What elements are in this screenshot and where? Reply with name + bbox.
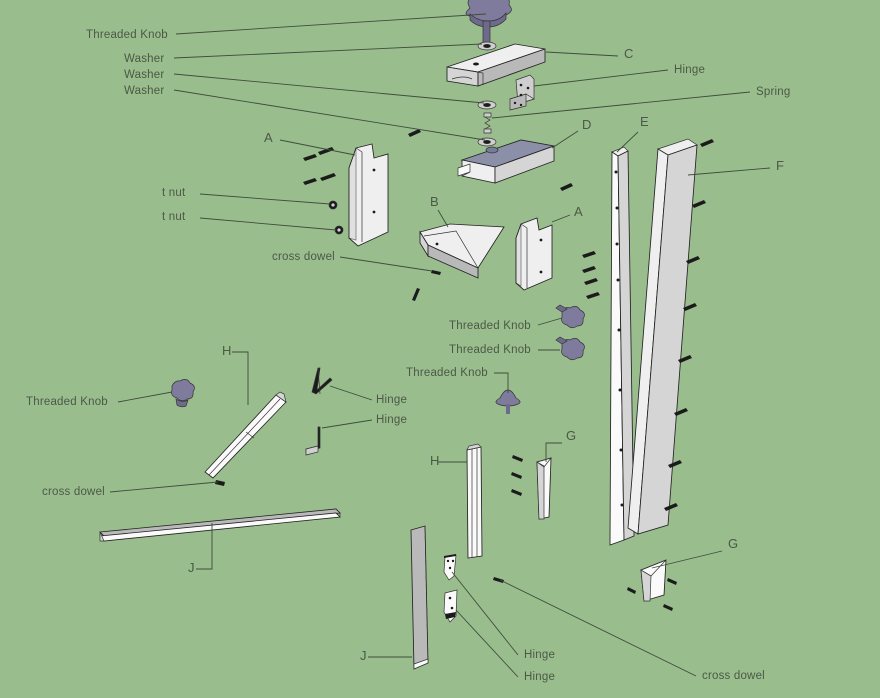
threaded-knob-icon: [555, 304, 585, 329]
part-b-bracket: [419, 223, 505, 279]
label-part-f: F: [776, 158, 784, 173]
part-a-bracket-2: [515, 217, 553, 291]
leader-part-d: [551, 130, 579, 149]
parts-artwork: [99, 0, 714, 670]
label-t-nut-2: t nut: [162, 211, 186, 223]
label-hinge-mid-2: Hinge: [376, 414, 407, 426]
part-j-rail-1: [99, 508, 341, 542]
leader-part-j-1: [196, 523, 213, 570]
label-part-a-1: A: [264, 130, 273, 145]
leader-spring: [491, 91, 751, 119]
label-washer-3: Washer: [124, 85, 164, 97]
threaded-knob-icon: [465, 0, 512, 49]
part-d-block: [457, 139, 556, 184]
leader-part-c: [545, 51, 619, 57]
leader-hinge-mid-1: [329, 385, 373, 401]
label-threaded-knob-1: Threaded Knob: [86, 29, 168, 41]
leader-part-g-1: [545, 442, 562, 462]
label-part-g-1: G: [566, 428, 576, 443]
hinge-icon: [305, 426, 321, 456]
leader-cross-dowel-3: [499, 579, 697, 677]
part-c-plate: [446, 43, 546, 87]
label-part-b: B: [430, 194, 439, 209]
spring-icon: [483, 112, 492, 134]
leader-part-b: [437, 209, 449, 228]
label-cross-dowel-3: cross dowel: [702, 670, 765, 682]
leader-washer-1: [173, 43, 483, 59]
label-threaded-knob-5: Threaded Knob: [26, 396, 108, 408]
part-g-wedge-2: [627, 559, 677, 611]
leader-part-e: [616, 131, 639, 153]
leader-cross-dowel-2: [109, 481, 219, 493]
leader-part-f: [687, 167, 771, 176]
leader-part-g-2: [651, 550, 723, 569]
label-washer-2: Washer: [124, 69, 164, 81]
label-threaded-knob-2: Threaded Knob: [449, 320, 531, 332]
label-part-e: E: [640, 114, 649, 129]
part-h-dowel-2: [466, 443, 483, 559]
part-g-wedge-1: [536, 457, 552, 520]
part-a-bracket-1: [348, 143, 389, 247]
label-part-j-1: J: [188, 560, 195, 575]
label-hinge-top: Hinge: [674, 64, 705, 76]
leader-hinge-mid-2: [321, 419, 373, 429]
part-h-dowel-1: [204, 391, 287, 479]
label-part-a-2: A: [574, 204, 583, 219]
label-part-h-1: H: [222, 343, 232, 358]
leader-hinge-bot-2: [455, 609, 519, 678]
screw-icon: [511, 455, 523, 496]
label-threaded-knob-4: Threaded Knob: [406, 367, 488, 379]
label-washer-1: Washer: [124, 53, 164, 65]
threaded-knob-icon: [555, 336, 585, 361]
washer-icon: [477, 100, 497, 110]
part-e-post: [609, 146, 635, 546]
leader-part-a-2: [551, 214, 571, 223]
t-nut-icon: [328, 200, 344, 235]
leader-threaded-knob-5: [117, 391, 173, 403]
leader-t-nut-2: [199, 217, 337, 231]
label-part-c: C: [624, 46, 634, 61]
leader-washer-3: [173, 89, 486, 141]
cross-dowel-icon: [493, 577, 504, 583]
label-cross-dowel-1: cross dowel: [272, 251, 335, 263]
screw-icon: [303, 129, 573, 301]
cross-dowel-icon: [215, 480, 225, 486]
label-threaded-knob-3: Threaded Knob: [449, 344, 531, 356]
part-f-post: [627, 138, 698, 535]
cross-dowel-icon: [431, 270, 441, 275]
leader-washer-2: [173, 73, 485, 104]
label-layer: Threaded KnobWasherWasherWasherCHingeSpr…: [26, 29, 790, 683]
leader-threaded-knob-4: [494, 372, 509, 393]
label-part-g-2: G: [728, 536, 738, 551]
threaded-knob-icon: [171, 379, 195, 408]
hinge-icon: [443, 589, 458, 623]
hinge-icon: [311, 367, 333, 395]
leader-hinge-bot-1: [451, 571, 519, 656]
leader-hinge-top: [533, 69, 669, 87]
label-hinge-mid-1: Hinge: [376, 394, 407, 406]
label-hinge-bot-2: Hinge: [524, 671, 555, 683]
label-part-h-2: H: [430, 453, 440, 468]
washer-icon: [477, 41, 497, 51]
leader-cross-dowel-1: [339, 256, 433, 272]
leader-part-a-1: [279, 139, 356, 156]
label-t-nut-1: t nut: [162, 187, 186, 199]
part-j-rail-2: [410, 525, 429, 670]
label-spring: Spring: [756, 86, 790, 98]
leader-lines: [109, 13, 771, 678]
leader-threaded-knob-2: [537, 317, 563, 326]
leader-threaded-knob-1: [175, 13, 487, 35]
leader-t-nut-1: [199, 193, 331, 205]
label-hinge-bot-1: Hinge: [524, 649, 555, 661]
screw-icon: [582, 139, 714, 511]
label-cross-dowel-2: cross dowel: [42, 486, 105, 498]
hinge-icon: [509, 74, 535, 111]
leader-part-h-1: [232, 351, 249, 405]
label-part-j-2: J: [360, 648, 367, 663]
label-part-d: D: [582, 117, 592, 132]
